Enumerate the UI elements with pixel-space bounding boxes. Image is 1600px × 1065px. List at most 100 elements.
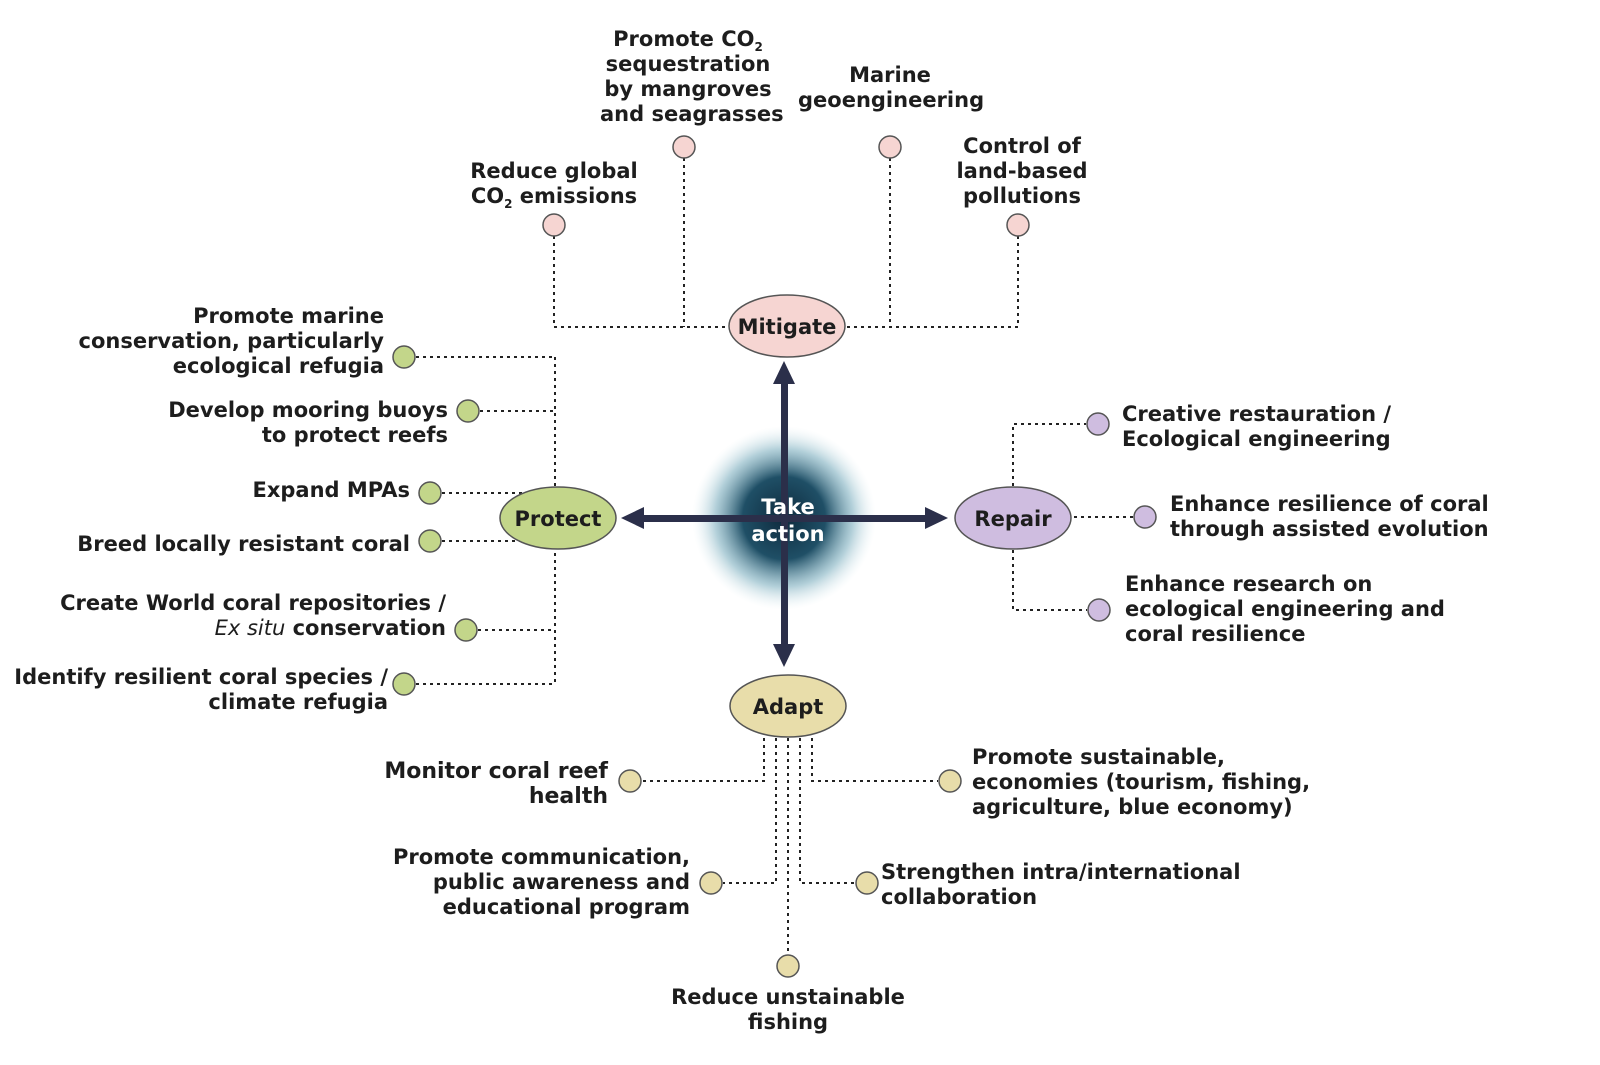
arrows bbox=[621, 361, 948, 667]
label-restauration-line2: Ecological engineering bbox=[1122, 427, 1391, 451]
label-evolution: Enhance resilience of coral through assi… bbox=[1170, 492, 1520, 542]
label-breed-line1: Breed locally resistant coral bbox=[77, 532, 410, 556]
dot-mpas bbox=[418, 481, 442, 505]
label-conservation-line3: ecological refugia bbox=[172, 354, 384, 378]
connector-reduce-co2 bbox=[553, 236, 728, 328]
arrow-up-head bbox=[773, 361, 795, 384]
label-sequestration-line4: and seagrasses bbox=[600, 102, 784, 126]
label-monitor-line1: Monitor coral reef bbox=[384, 759, 608, 784]
text-co: CO bbox=[470, 184, 505, 208]
label-identify-line2: climate refugia bbox=[208, 690, 388, 714]
dot-communication bbox=[699, 871, 723, 895]
text-conservation: conservation bbox=[285, 616, 446, 640]
hub-adapt: Adapt bbox=[729, 674, 847, 738]
label-identify: Identify resilient coral species / clima… bbox=[8, 665, 388, 715]
connector-communication bbox=[723, 738, 777, 884]
label-sequestration-line2: sequestration bbox=[605, 52, 771, 76]
hub-protect: Protect bbox=[499, 486, 617, 550]
label-economies-line2: economies (tourism, fishing, bbox=[972, 770, 1311, 794]
label-breed: Breed locally resistant coral bbox=[60, 532, 410, 557]
label-pollution-line2: land-based bbox=[956, 159, 1088, 183]
label-monitor: Monitor coral reef health bbox=[380, 759, 608, 809]
label-communication-line1: Promote communication, bbox=[392, 845, 690, 869]
label-mpas-line1: Expand MPAs bbox=[252, 478, 411, 502]
label-conservation-line1: Promote marine bbox=[193, 304, 384, 328]
dot-research bbox=[1087, 598, 1111, 622]
leaf-dots bbox=[392, 135, 1157, 978]
label-sequestration: Promote CO2 sequestration by mangroves a… bbox=[600, 27, 784, 127]
label-pollution-line1: Control of bbox=[963, 134, 1081, 158]
label-communication: Promote communication, public awareness … bbox=[380, 845, 690, 920]
hub-adapt-label: Adapt bbox=[753, 695, 824, 719]
dot-monitor bbox=[618, 769, 642, 793]
label-evolution-line2: through assisted evolution bbox=[1170, 517, 1489, 541]
label-research: Enhance research on ecological engineeri… bbox=[1125, 572, 1485, 647]
label-reduce-co2: Reduce global CO2 emissions bbox=[466, 159, 642, 212]
label-conservation: Promote marine conservation, particularl… bbox=[60, 304, 385, 379]
connector-pollution bbox=[846, 236, 1019, 328]
label-fishing: Reduce unstainable fishing bbox=[668, 985, 908, 1035]
dot-fishing bbox=[776, 954, 800, 978]
arrow-right-head bbox=[925, 507, 948, 529]
label-collaboration-line1: Strengthen intra/international bbox=[881, 860, 1241, 884]
dot-collaboration bbox=[855, 871, 879, 895]
arrow-down-shaft bbox=[781, 518, 788, 648]
text-sub-2: 2 bbox=[504, 197, 513, 212]
dot-economies bbox=[938, 769, 962, 793]
dot-evolution bbox=[1133, 505, 1157, 529]
arrow-right-shaft bbox=[784, 515, 932, 522]
dot-identify bbox=[392, 672, 416, 696]
label-geoengineering-line1: Marine bbox=[849, 63, 931, 87]
dot-sequestration bbox=[672, 135, 696, 159]
dot-reduce-co2 bbox=[542, 213, 566, 237]
label-monitor-line2: health bbox=[528, 784, 608, 809]
text-ex-situ: Ex situ bbox=[214, 616, 286, 640]
hub-protect-label: Protect bbox=[515, 507, 602, 531]
connector-collaboration bbox=[799, 738, 855, 884]
dot-breed bbox=[418, 529, 442, 553]
label-restauration: Creative restauration / Ecological engin… bbox=[1122, 402, 1442, 452]
label-economies: Promote sustainable, economies (tourism,… bbox=[972, 745, 1312, 820]
label-repositories-line2: Ex situ conservation bbox=[30, 616, 446, 641]
arrow-left-head bbox=[621, 507, 644, 529]
label-sequestration-line1: Promote CO2 bbox=[600, 27, 776, 55]
label-mpas: Expand MPAs bbox=[200, 478, 411, 503]
label-communication-line2: public awareness and bbox=[432, 870, 690, 894]
hub-mitigate: Mitigate bbox=[728, 294, 846, 358]
label-collaboration: Strengthen intra/international collabora… bbox=[881, 860, 1241, 910]
hub-repair: Repair bbox=[954, 486, 1072, 550]
label-evolution-line1: Enhance resilience of coral bbox=[1170, 492, 1489, 516]
hub-repair-label: Repair bbox=[974, 507, 1052, 531]
text-promote-co: Promote CO bbox=[613, 27, 755, 51]
label-fishing-line1: Reduce unstainable bbox=[671, 985, 905, 1009]
label-buoys-line1: Develop mooring buoys bbox=[168, 398, 448, 422]
connector-economies bbox=[811, 738, 938, 782]
label-collaboration-line2: collaboration bbox=[881, 885, 1038, 909]
text-emissions: emissions bbox=[512, 184, 638, 208]
arrow-up-shaft bbox=[781, 380, 788, 518]
label-fishing-line2: fishing bbox=[747, 1010, 829, 1034]
center-line-2: action bbox=[751, 522, 824, 546]
label-economies-line3: agriculture, blue economy) bbox=[972, 795, 1293, 819]
label-restauration-line1: Creative restauration / bbox=[1122, 402, 1392, 426]
dot-repositories bbox=[454, 618, 478, 642]
label-buoys: Develop mooring buoys to protect reefs bbox=[150, 398, 448, 448]
label-geoengineering: Marine geoengineering bbox=[798, 63, 984, 113]
label-research-line3: coral resilience bbox=[1125, 622, 1306, 646]
label-research-line2: ecological engineering and bbox=[1125, 597, 1445, 621]
label-communication-line3: educational program bbox=[442, 895, 690, 919]
label-research-line1: Enhance research on bbox=[1125, 572, 1373, 596]
label-buoys-line2: to protect reefs bbox=[261, 423, 448, 447]
dot-pollution bbox=[1006, 213, 1030, 237]
dot-conservation bbox=[392, 345, 416, 369]
label-sequestration-line3: by mangroves bbox=[604, 77, 772, 101]
label-conservation-line2: conservation, particularly bbox=[78, 329, 385, 353]
label-economies-line1: Promote sustainable, bbox=[972, 745, 1226, 769]
dot-geoengineering bbox=[878, 135, 902, 159]
arrow-down-head bbox=[773, 644, 795, 667]
text-sub-2b: 2 bbox=[754, 40, 763, 55]
label-identify-line1: Identify resilient coral species / bbox=[14, 665, 388, 689]
dot-restauration bbox=[1086, 412, 1110, 436]
label-pollution-line3: pollutions bbox=[963, 184, 1081, 208]
